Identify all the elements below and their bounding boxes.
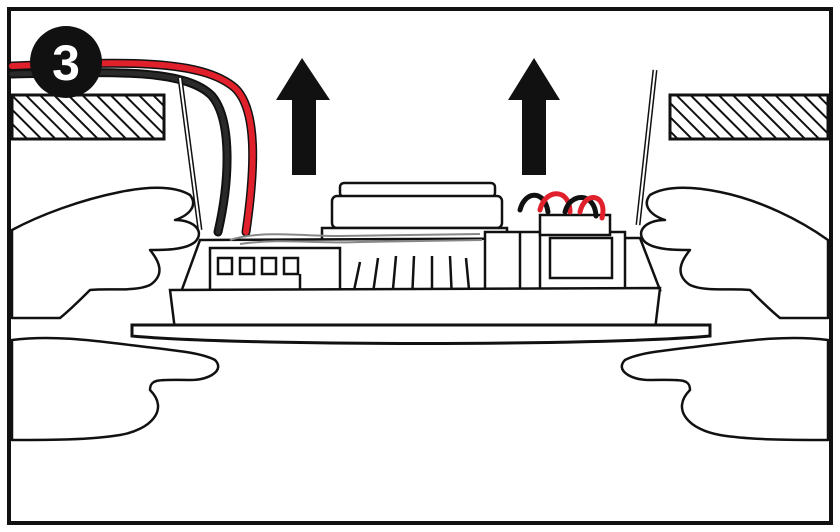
step-badge: 3 (30, 26, 102, 98)
right-hand (620, 186, 830, 442)
connector-leads (229, 233, 483, 245)
left-hand (10, 186, 220, 442)
up-arrow-icon (276, 58, 330, 175)
crossover-wires (517, 191, 606, 221)
speaker-assembly (130, 181, 712, 345)
ceiling-right-section (668, 93, 830, 141)
ceiling-left-section (10, 93, 166, 141)
step-number: 3 (52, 35, 80, 91)
up-arrow-icon (508, 58, 560, 175)
